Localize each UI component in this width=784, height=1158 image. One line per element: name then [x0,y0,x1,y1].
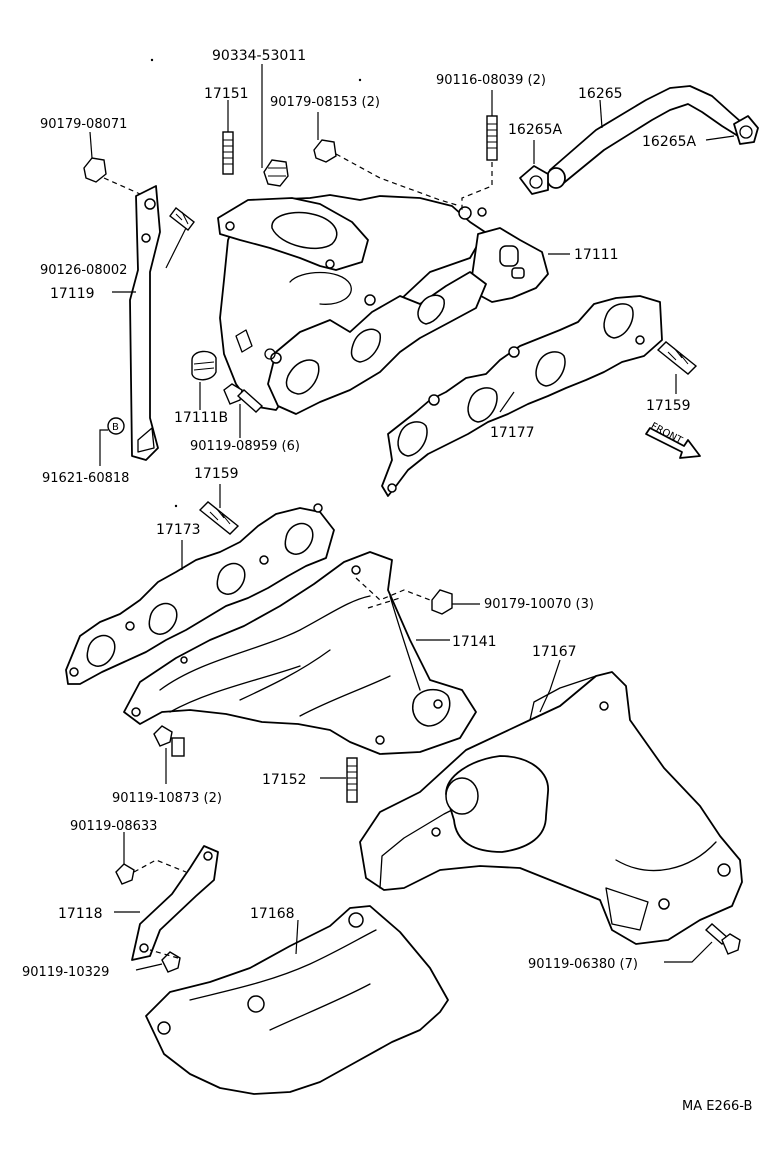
stud-17152 [346,757,358,803]
hose-clamp-16265A-left [519,165,549,195]
label-90179-08153: 90179-08153 (2) [270,95,380,110]
label-16265a-left: 16265A [508,122,563,138]
label-16265: 16265 [578,86,623,102]
label-17168: 17168 [250,906,295,922]
nut-90179-08071 [83,157,107,183]
intake-manifold-17111 [217,194,549,415]
stud-90116-08039 [486,115,498,161]
label-17173: 17173 [156,522,201,538]
reference-code: MA E266-B [682,1099,752,1114]
label-90126-08002: 90126-08002 [40,263,127,278]
label-90119-08633: 90119-08633 [70,819,157,834]
label-90119-10329: 90119-10329 [22,965,109,980]
plug-17111B [191,350,217,381]
exhaust-manifold-17141 [123,551,477,755]
stud-17151 [222,131,234,175]
label-91621-60818: 91621-60818 [42,471,129,486]
label-17141: 17141 [452,634,497,650]
label-90179-10070: 90179-10070 (3) [484,597,594,612]
assembly-dashed-lines [103,153,493,959]
label-17111: 17111 [574,247,619,263]
label-90119-10873: 90119-10873 (2) [112,791,222,806]
label-90119-06380: 90119-06380 (7) [528,957,638,972]
label-90179-08071: 90179-08071 [40,117,127,132]
label-16265a-right: 16265A [642,134,697,150]
exhaust-stay-17118 [131,845,219,961]
exhaust-insulator-17168 [145,905,449,1095]
label-17119: 17119 [50,286,95,302]
bolt-90119-06380 [704,923,741,955]
exhaust-gasket-17173 [65,503,335,685]
label-17159-left: 17159 [194,466,239,482]
intake-gasket-17177 [381,295,663,497]
bubble-b-label: B [112,422,119,433]
part-labels: 90334-53011 17151 90179-08153 (2) 90116-… [22,48,752,1114]
nut-90179-10070 [431,589,453,615]
hose-clamp-16265A-right [733,115,759,145]
label-90334-53011: 90334-53011 [212,48,306,64]
bolt-90119-10329 [161,951,181,973]
bolt-90119-08633 [115,863,135,885]
bolt-91621-60818-b: B [107,417,125,435]
exhaust-heat-insulator-17167 [359,671,743,945]
leader-lines [89,64,735,971]
label-17177: 17177 [490,425,535,441]
label-17167: 17167 [532,644,577,660]
scan-specks [150,58,362,508]
nut-90334-53011 [263,159,289,187]
label-17151: 17151 [204,86,249,102]
label-17111b: 17111B [174,410,228,426]
label-17118: 17118 [58,906,103,922]
label-17152: 17152 [262,772,307,788]
stud-90126-08002 [169,207,195,231]
stud-17159-left [198,501,240,535]
bolt-90119-08959 [223,383,264,413]
label-17159-right: 17159 [646,398,691,414]
bolt-90119-10873 [153,725,185,757]
manifold-stay-17119 [129,185,161,461]
label-90116-08039: 90116-08039 (2) [436,73,546,88]
label-90119-08959: 90119-08959 (6) [190,439,300,454]
stud-17159-right [656,341,698,375]
front-direction-arrow: FRONT [645,421,701,459]
nut-90179-08153 [313,139,337,163]
